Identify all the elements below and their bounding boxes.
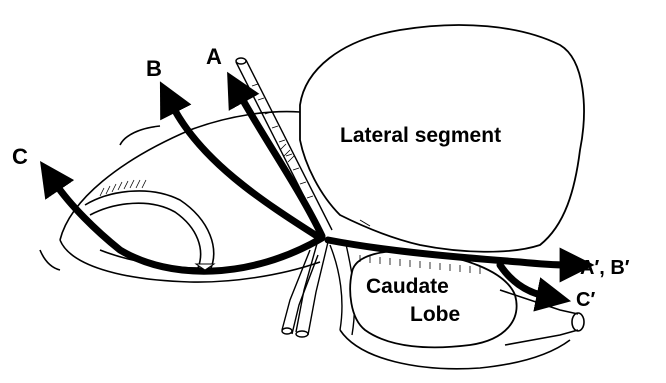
caudate-lobe-outline <box>350 251 516 347</box>
arrow-b <box>172 105 320 238</box>
arrow-c <box>55 183 322 271</box>
label-lobe: Lobe <box>410 303 460 326</box>
label-a: A <box>206 44 222 69</box>
label-lateral-segment: Lateral segment <box>340 124 501 147</box>
label-b: B <box>146 56 162 81</box>
label-caudate: Caudate <box>366 275 449 298</box>
label-c-prime: C′ <box>576 289 595 311</box>
label-a-prime-b-prime: A′, B′ <box>580 257 630 279</box>
label-c: C <box>12 144 28 169</box>
left-lobe-hatching <box>100 144 294 196</box>
